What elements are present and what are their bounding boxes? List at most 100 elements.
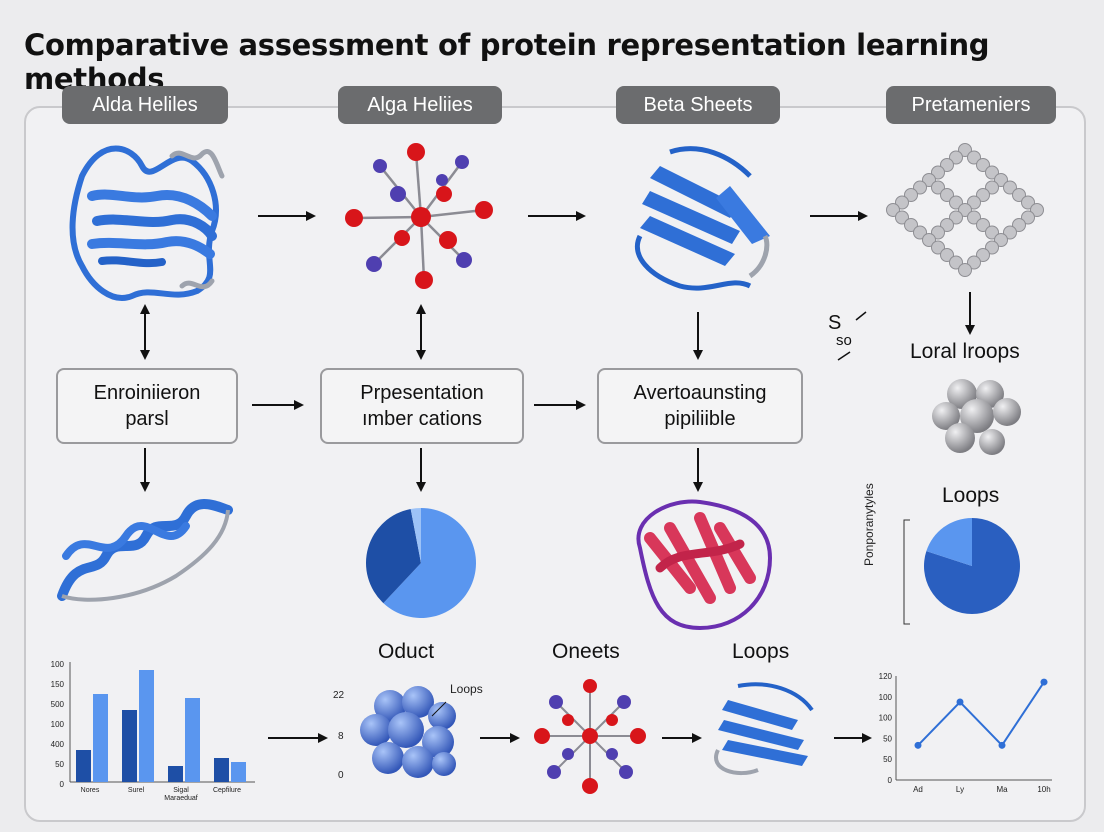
- label-loops-mid: Loops: [942, 484, 1000, 507]
- bar: [76, 750, 91, 782]
- lattice-sphere: [949, 255, 963, 270]
- lattice-sphere: [949, 195, 963, 210]
- protein-beta-sheet-illustration-1: [634, 146, 770, 291]
- lattice-sphere: [976, 158, 990, 172]
- lattice-sphere: [1003, 225, 1017, 240]
- lattice-sphere: [967, 195, 981, 210]
- molecule-ball-stick-2: [534, 679, 646, 794]
- bar: [93, 694, 108, 782]
- pie-bracket: [903, 519, 910, 625]
- line-x-tick: Ma: [996, 785, 1008, 794]
- bar-y-tick: 400: [51, 740, 65, 749]
- lattice-sphere: [985, 225, 999, 240]
- pie-slice: [383, 508, 476, 618]
- lattice-sphere: [1021, 210, 1035, 225]
- label-so: so: [836, 332, 852, 349]
- lattice-sphere: [967, 210, 981, 225]
- sphere-lattice-illustration: [886, 143, 1044, 277]
- pie-chart-1: [366, 508, 476, 618]
- lattice-sphere: [994, 233, 1008, 247]
- lattice-sphere: [913, 180, 927, 195]
- label-oduct: Oduct: [378, 640, 435, 663]
- lattice-sphere: [949, 210, 963, 225]
- mini-axis-mid: 8: [338, 731, 344, 742]
- lattice-sphere: [931, 225, 945, 240]
- slash-mark-2: [837, 351, 851, 361]
- molecule-ball-stick-1: [345, 143, 493, 289]
- bar-x-tick: Maraeduaf: [164, 795, 198, 802]
- lattice-sphere: [931, 240, 945, 255]
- header-alga-heliies: Alga Heliies: [338, 86, 502, 124]
- slash-mark-1: [855, 311, 867, 321]
- mini-axis-top: 22: [333, 690, 345, 701]
- header-beta-sheets: Beta Sheets: [616, 86, 780, 124]
- process-box-2-line1: Prpesentation: [360, 382, 484, 404]
- label-oneets: Oneets: [552, 640, 620, 663]
- process-box-3-line2: pipiliible: [664, 408, 736, 430]
- lattice-sphere: [994, 173, 1008, 187]
- lattice-sphere: [922, 233, 936, 247]
- process-box-2-line2: ımber cations: [361, 408, 483, 430]
- mini-axis-bottom: 0: [338, 770, 344, 781]
- lattice-sphere: [940, 188, 954, 202]
- lattice-sphere: [967, 150, 981, 165]
- protein-ribbon-illustration-1: [69, 145, 225, 301]
- process-box-3-line1: Avertoaunsting: [633, 382, 767, 404]
- bar-x-tick: Surel: [128, 787, 145, 794]
- bar: [214, 758, 229, 782]
- lattice-sphere: [949, 150, 963, 165]
- pie-slice: [410, 508, 421, 563]
- lattice-sphere: [895, 210, 909, 225]
- lattice-sphere: [958, 203, 972, 217]
- protein-beta-sheet-illustration-2: [714, 682, 814, 776]
- lattice-sphere: [886, 203, 900, 217]
- line-point: [1040, 678, 1048, 686]
- lattice-sphere: [976, 188, 990, 202]
- line-series: [917, 681, 1045, 747]
- bar-y-tick: 50: [55, 760, 64, 769]
- bar-y-tick: 150: [51, 680, 65, 689]
- lattice-sphere: [931, 180, 945, 195]
- header-pretameniers: Pretameniers: [886, 86, 1056, 124]
- lattice-sphere: [913, 225, 927, 240]
- bar-y-tick: 0: [60, 780, 65, 789]
- page-title: Comparative assessment of protein repres…: [24, 28, 990, 96]
- line-y-tick: 50: [883, 755, 892, 764]
- bar: [139, 670, 154, 782]
- process-box-2: Prpesentation ımber cations: [320, 368, 524, 444]
- label-loops-bottom: Loops: [732, 640, 790, 663]
- lattice-sphere: [976, 248, 990, 262]
- pie-chart-2: [924, 518, 1020, 614]
- line-point: [998, 741, 1006, 749]
- process-box-3: Avertoaunsting pipiliible: [597, 368, 803, 444]
- line-point: [956, 698, 964, 706]
- lattice-sphere: [976, 218, 990, 232]
- bar-y-tick: 100: [51, 720, 65, 729]
- process-box-1-line1: Enroiniieron: [93, 382, 201, 404]
- bar-y-tick: 100: [51, 660, 65, 669]
- lattice-sphere: [895, 195, 909, 210]
- line-y-tick: 50: [883, 734, 892, 743]
- lattice-sphere: [940, 158, 954, 172]
- lattice-sphere: [1012, 188, 1026, 202]
- label-s: S: [828, 312, 842, 334]
- bar: [185, 698, 200, 782]
- line-x-tick: Ad: [913, 785, 923, 794]
- protein-helix-illustration: [57, 499, 233, 602]
- label-loops-callout: Loops: [450, 682, 483, 696]
- line-y-tick: 0: [888, 776, 893, 785]
- line-x-tick: 10h: [1037, 785, 1050, 794]
- lattice-sphere: [1030, 203, 1044, 217]
- lattice-sphere: [967, 255, 981, 270]
- header-alda-heliles: Alda Heliles: [62, 86, 228, 124]
- lattice-sphere: [985, 240, 999, 255]
- line-y-tick: 120: [879, 672, 893, 681]
- pie-slice: [926, 518, 972, 566]
- lattice-sphere: [1021, 195, 1035, 210]
- lattice-sphere: [985, 165, 999, 180]
- process-box-1-line2: parsl: [125, 408, 169, 430]
- bar-y-tick: 500: [51, 700, 65, 709]
